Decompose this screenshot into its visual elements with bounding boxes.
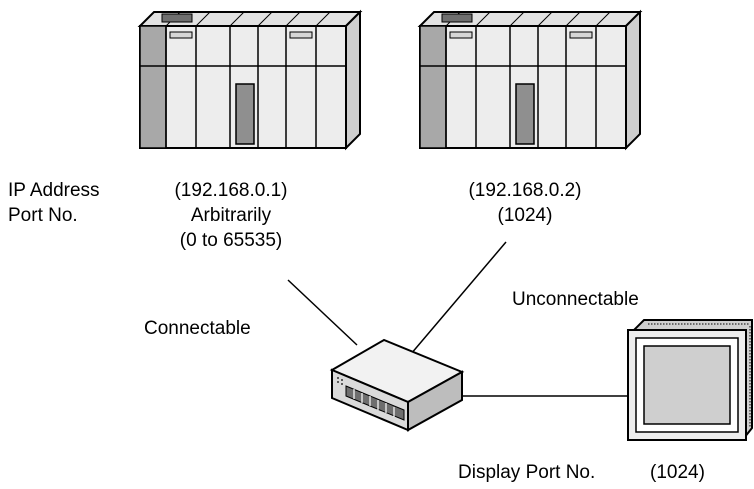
- plc-2-port: (1024): [497, 205, 553, 226]
- plc-2-ip: (192.168.0.2): [468, 180, 582, 201]
- plc-1-unit: [139, 11, 361, 149]
- unconnectable-label: Unconnectable: [512, 289, 639, 310]
- port-no-label: Port No.: [8, 205, 78, 226]
- link-plc2-hub: [404, 241, 507, 362]
- plc-1-port: Arbitrarily: [190, 205, 272, 226]
- display-port-value: (1024): [650, 462, 705, 483]
- link-plc1-hub: [287, 279, 358, 346]
- plc-1-ip: (192.168.0.1): [174, 180, 288, 201]
- display-port-no-label: Display Port No.: [458, 462, 596, 483]
- display-unit: [627, 319, 753, 441]
- network-hub: [329, 338, 465, 432]
- plc-1-port-range: (0 to 65535): [179, 230, 283, 251]
- connectable-label: Connectable: [144, 318, 251, 339]
- plc-2-unit: [419, 11, 641, 149]
- ip-address-label: IP Address: [8, 180, 100, 201]
